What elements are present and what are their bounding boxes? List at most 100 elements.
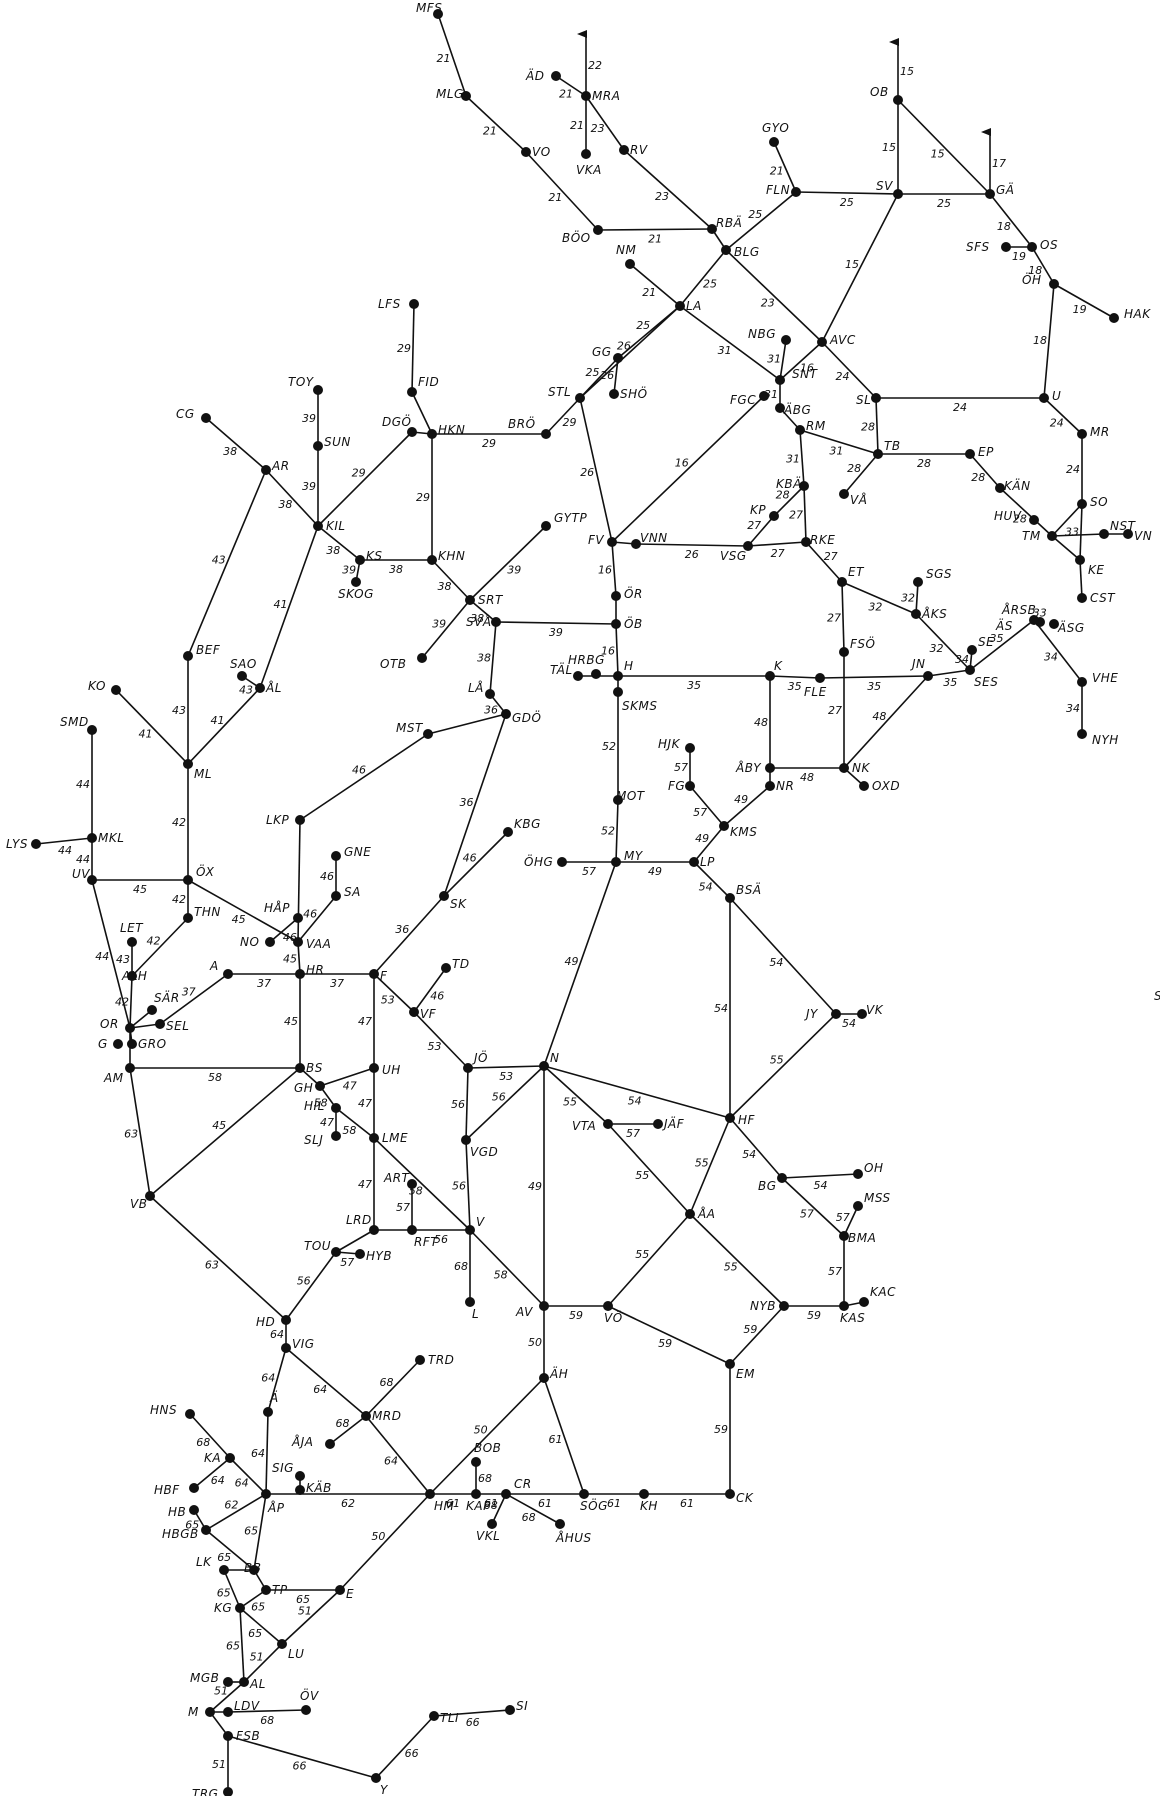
edge-label: 44 [58,844,72,857]
edge-label: 45 [212,1119,226,1132]
station-dot [575,393,585,403]
station-label: BOB [474,1441,501,1455]
station-dot [261,1585,271,1595]
station-dot [295,1063,305,1073]
edge-label: 68 [260,1714,274,1727]
station-sel: SEL [155,1019,189,1033]
edge-label: 54 [628,1095,642,1108]
station-dot [539,1061,549,1071]
station-label: HM [434,1499,455,1513]
station-dot [351,577,361,587]
station-label: U [1052,389,1061,403]
edge-label: 44 [95,950,109,963]
station-let: LET [120,921,144,947]
station-label: GÄ [996,182,1015,197]
edge-label: 46 [320,870,334,883]
station-dot [127,1039,137,1049]
station-label: HR [306,963,324,977]
edge-label: 53 [381,994,395,1007]
station-sar: SÄR [147,990,180,1015]
edge-label: 59 [743,1323,757,1336]
edge-ke-cst [1080,560,1082,598]
station-vnn: VNN [631,531,668,549]
edge-label: 65 [251,1600,265,1613]
station-kbg: KBG [503,817,541,837]
edge-label: 66 [466,1716,480,1729]
station-a: A [209,959,233,979]
station-label: ÅHUS [555,1530,592,1545]
edge-label: 43 [172,704,186,717]
station-otb: OTB [380,653,427,671]
edge-label: 64 [211,1474,225,1487]
station-dot [407,387,417,397]
station-dot [923,671,933,681]
station-kap: KAP [466,1489,491,1513]
edge-label: 57 [396,1201,410,1214]
station-dot [853,1201,863,1211]
station-dot [239,1677,249,1687]
station-label: VGD [470,1145,498,1159]
edge-label: 35 [788,680,802,693]
station-trg: TRG [192,1787,233,1796]
station-sfs: SFS [966,240,1011,254]
station-dot [263,1407,273,1417]
station-tli: TLI [429,1711,459,1725]
station-hil: HIL [304,1099,341,1113]
station-lkp: LKP [266,813,305,827]
station-dot [725,1113,735,1123]
station-dot [521,147,531,157]
edge-label: 47 [358,1178,372,1191]
station-dot [503,827,513,837]
station-dot [689,857,699,867]
station-dot [407,1225,417,1235]
station-label: NYB [750,1299,776,1313]
station-label: NM [616,243,636,257]
station-se: SE [967,635,994,655]
station-os: OS [1027,238,1058,252]
station-hf: HF [725,1113,756,1127]
station-dot [223,1707,233,1717]
edge-label: 32 [930,642,944,655]
station-dot [613,353,623,363]
station-dot [281,1315,291,1325]
station-dot [125,1063,135,1073]
station-dot [839,489,849,499]
edge-label: 49 [734,793,748,806]
station-label: ÄBG [783,402,811,417]
edge-label: 57 [674,761,688,774]
edge-sl-tb [876,398,878,454]
edge-label: 50 [474,1424,488,1437]
edge-label: 47 [320,1116,334,1129]
edge-label: 68 [454,1260,468,1273]
station-dot [261,465,271,475]
station-dot [331,891,341,901]
station-lp: LP [689,855,715,869]
station-label: KO [88,679,106,693]
station-label: LET [120,921,144,935]
edge-label: 24 [953,401,967,414]
station-l: L [465,1297,479,1321]
station-e: E [335,1585,354,1601]
edge-label: 21 [770,165,784,178]
station-dot [591,669,601,679]
edge-label: 25 [840,196,854,209]
station-dot [465,1297,475,1307]
edge-label: 21 [437,52,451,65]
station-cst: CST [1077,591,1116,605]
station-label: JÄF [662,1116,685,1131]
edge-label: 54 [714,1002,728,1015]
station-dot [331,1247,341,1257]
station-label: HUV [994,509,1022,523]
station-fsb: FSB [223,1729,260,1743]
station-dot [817,337,827,347]
station-si: SI [505,1699,528,1715]
edge-label: 27 [789,508,803,521]
station-label: HNS [150,1403,177,1417]
station-label: NK [852,761,870,775]
edge-label: 68 [196,1436,210,1449]
station-ov: ÖV [300,1687,319,1715]
station-fgc: FGC [730,391,769,407]
station-label: KG [214,1601,232,1615]
station-label: TRD [428,1353,454,1367]
station-ahus: ÅHUS [555,1519,592,1545]
